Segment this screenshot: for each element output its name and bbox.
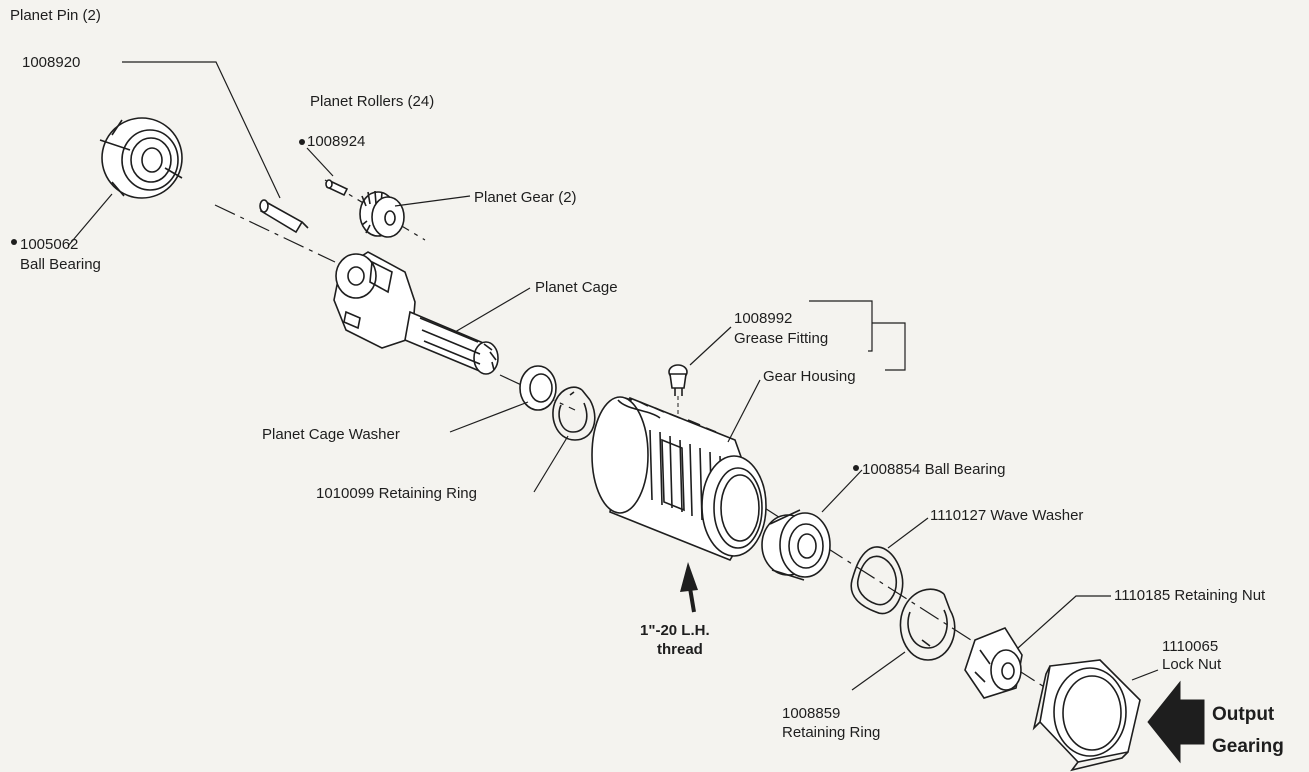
leader-retaining-nut	[1017, 595, 1111, 649]
planet-cage	[333, 251, 499, 375]
leader-planet-cage-washer	[449, 401, 529, 433]
retaining-nut	[964, 627, 1023, 699]
leader-wave-washer	[887, 517, 929, 549]
leader-ball-bearing-right	[821, 469, 863, 513]
label-gear-housing: Gear Housing	[763, 368, 856, 385]
label-retaining-ring-upper: 1010099 Retaining Ring	[316, 485, 477, 502]
leader-retaining-ring-upper	[533, 435, 569, 493]
label-wave-washer: 1110127 Wave Washer	[930, 507, 1083, 524]
label-planet-gear: Planet Gear (2)	[474, 189, 577, 206]
assembly-axis-upper	[214, 204, 336, 263]
label-planet-cage-washer: Planet Cage Washer	[262, 426, 400, 443]
planet-cage-washer	[519, 365, 557, 411]
label-ball-bearing-right: 1008854 Ball Bearing	[862, 461, 1005, 478]
leader-planet-gear	[394, 195, 471, 207]
leader-ball-bearing-left	[67, 193, 113, 247]
label-retaining-ring-lower-number: 1008859	[782, 705, 840, 722]
output-gearing-arrow	[1147, 680, 1205, 764]
bullet-ball-bearing-left	[11, 239, 17, 245]
planet-gear	[359, 190, 405, 238]
label-planet-cage: Planet Cage	[535, 279, 618, 296]
label-planet-pin-number: 1008920	[22, 54, 80, 71]
retaining-ring-lower	[899, 588, 956, 661]
planet-roller	[325, 179, 349, 197]
label-grease-fitting-number: 1008992	[734, 310, 792, 327]
bracket-gear-housing	[872, 322, 906, 371]
planet-pin	[259, 199, 309, 234]
label-lock-nut-number: 1110065	[1162, 638, 1218, 655]
thread-arrow-shaft	[688, 587, 696, 613]
leader-planet-pin	[122, 61, 281, 199]
leader-planet-cage	[454, 287, 531, 333]
label-output-line1: Output	[1212, 704, 1275, 725]
leader-gear-housing	[727, 379, 761, 443]
leader-grease-fitting	[689, 326, 732, 366]
label-ball-bearing-left-name: Ball Bearing	[20, 256, 101, 273]
ball-bearing-left	[99, 117, 183, 199]
label-planet-pin: Planet Pin (2)	[10, 7, 101, 24]
label-grease-fitting-name: Grease Fitting	[734, 330, 828, 347]
ball-bearing-right	[761, 509, 831, 581]
leader-retaining-ring-lower	[851, 651, 906, 691]
leader-planet-roller	[306, 147, 334, 177]
label-retaining-nut: 1110185 Retaining Nut	[1114, 587, 1266, 604]
label-thread-line1: 1"-20 L.H.	[640, 622, 710, 639]
grease-fitting	[668, 364, 688, 420]
wave-washer	[850, 546, 904, 615]
gear-housing	[591, 396, 767, 561]
bullet-ball-bearing-right	[853, 465, 859, 471]
bracket-grease-fitting	[809, 300, 873, 352]
bullet-planet-roller	[299, 139, 305, 145]
lock-nut	[1032, 659, 1141, 772]
leader-lock-nut	[1131, 669, 1159, 681]
label-planet-rollers-number: 1008924	[307, 133, 365, 150]
label-lock-nut-name: Lock Nut	[1162, 656, 1222, 673]
label-ball-bearing-left-number: 1005062	[20, 236, 78, 253]
label-planet-rollers: Planet Rollers (24)	[310, 93, 434, 110]
label-thread-line2: thread	[657, 641, 703, 658]
label-output-line2: Gearing	[1212, 736, 1284, 757]
label-retaining-ring-lower-name: Retaining Ring	[782, 724, 880, 741]
retaining-ring-upper	[552, 386, 596, 441]
thread-arrow-head	[680, 562, 698, 592]
